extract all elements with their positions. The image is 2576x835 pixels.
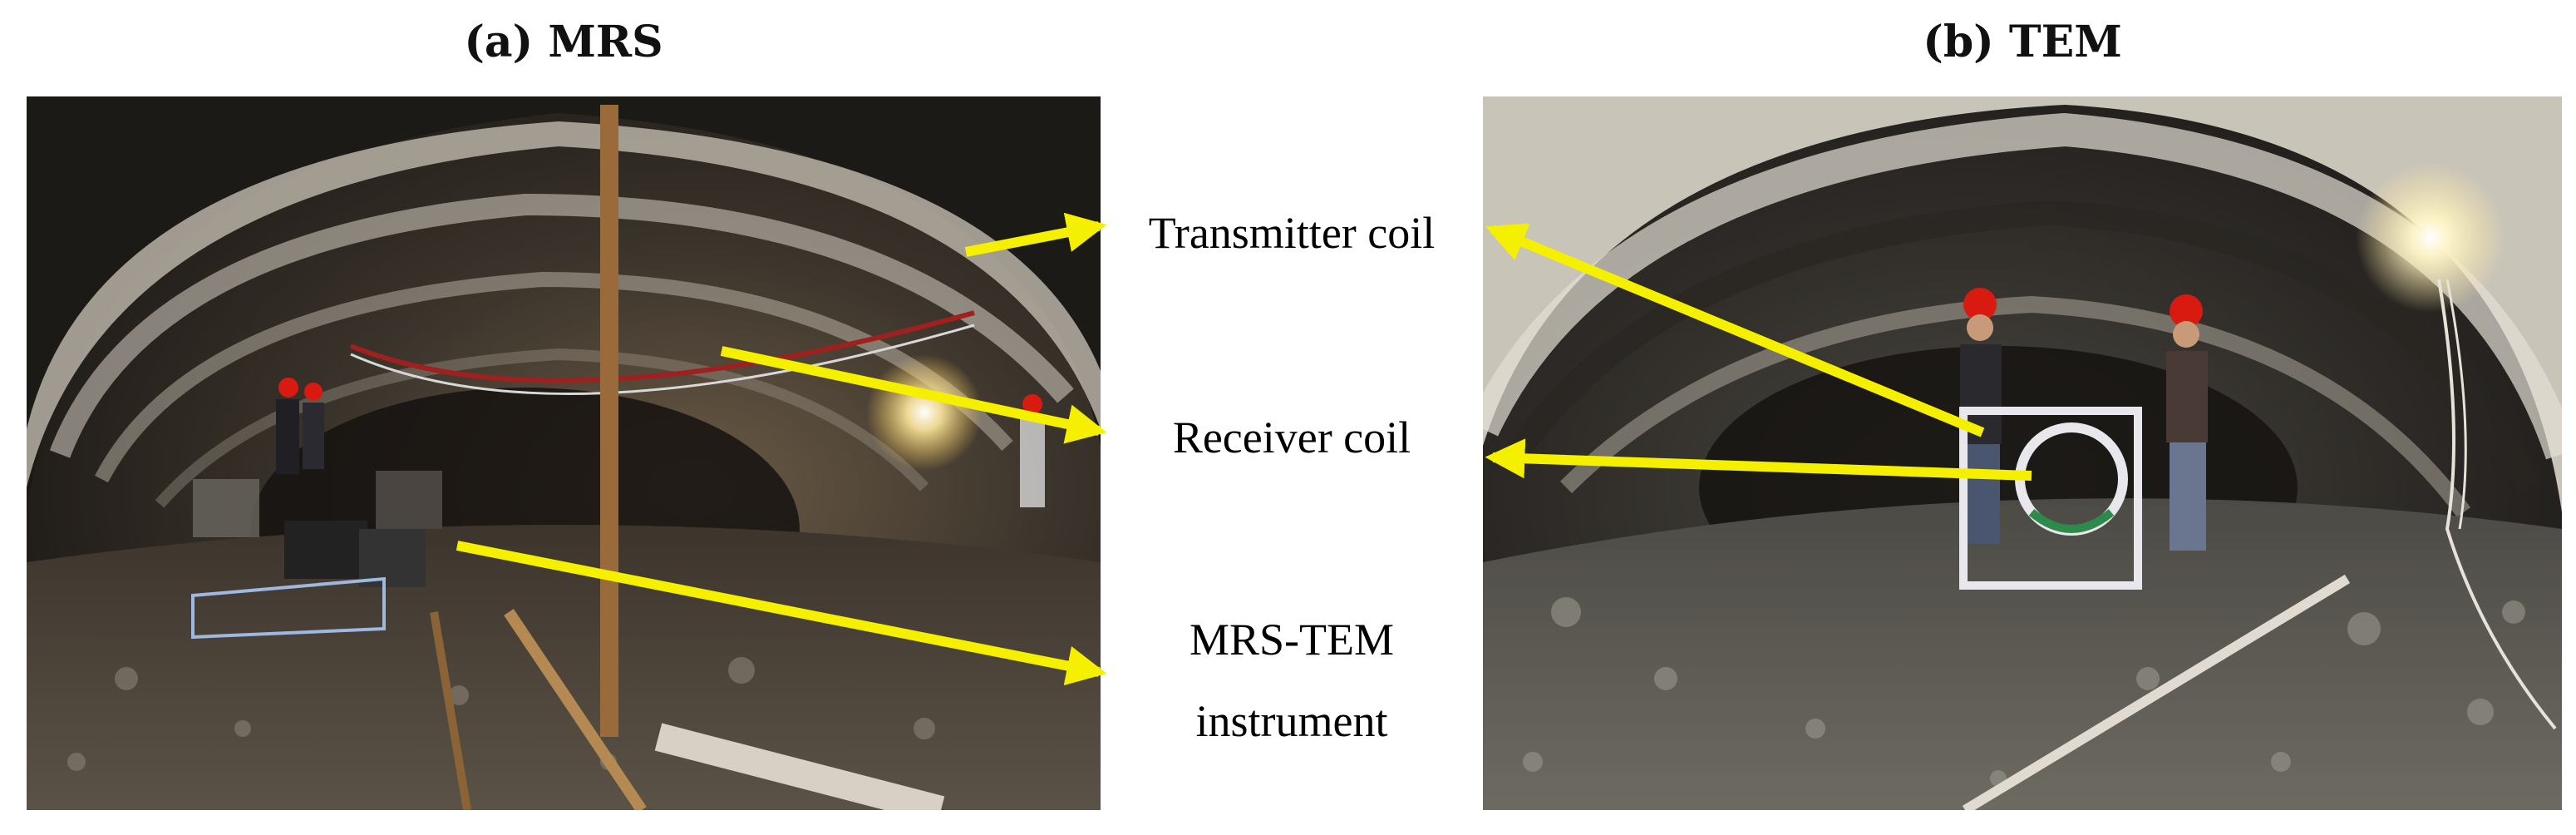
- panel-a-title: (a) MRS: [464, 17, 663, 67]
- arrow-b-receiver: [1485, 438, 2032, 481]
- arrow-a-instrument: [456, 541, 1107, 686]
- mrs-photo: [27, 96, 1101, 810]
- arrow-b-transmitter: [1485, 223, 1985, 437]
- transmitter-coil-label: Transmitter coil: [1148, 208, 1436, 258]
- instrument-label-line2: instrument: [1195, 696, 1388, 746]
- arrow-a-transmitter: [964, 212, 1107, 257]
- panel-b-title: (b) TEM: [1923, 17, 2122, 67]
- receiver-coil-label: Receiver coil: [1172, 413, 1411, 462]
- instrument-label: MRS-TEM instrument: [1110, 599, 1474, 762]
- arrow-a-receiver: [720, 346, 1107, 444]
- tem-photo: [1483, 96, 2562, 810]
- instrument-label-line1: MRS-TEM: [1189, 615, 1395, 665]
